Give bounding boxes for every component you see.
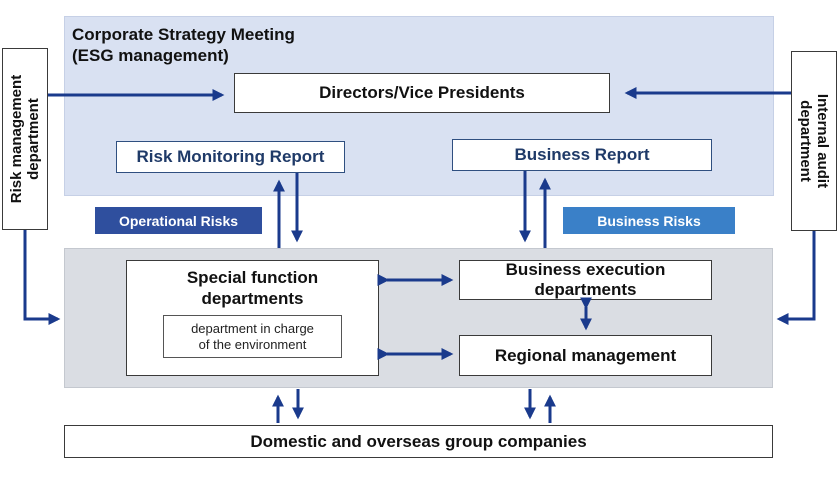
- risk-management-department-box: Risk management department: [2, 48, 48, 230]
- special-function-label-line-1: Special function: [186, 268, 319, 287]
- regional-management-box: Regional management: [459, 335, 712, 376]
- group-companies-box: Domestic and overseas group companies: [64, 425, 773, 458]
- business-execution-label-line-2: departments: [534, 280, 637, 299]
- internal-audit-department-box: Internal audit department: [791, 51, 837, 231]
- operational-risks-tag: Operational Risks: [95, 207, 262, 234]
- arrow-risk-to-panel: [23, 230, 61, 325]
- business-execution-label-line-1: Business execution: [505, 260, 666, 279]
- title-line-1: Corporate Strategy Meeting: [72, 25, 295, 44]
- arrow-audit-to-panel: [776, 231, 816, 325]
- panel-title: Corporate Strategy Meeting (ESG manageme…: [72, 24, 295, 66]
- special-function-label-line-2: departments: [201, 289, 304, 308]
- risk-monitoring-report-box: Risk Monitoring Report: [116, 141, 345, 173]
- business-report-box: Business Report: [452, 139, 712, 171]
- environment-label-line-1: department in charge: [191, 320, 314, 336]
- directors-box: Directors/Vice Presidents: [234, 73, 610, 113]
- environment-label-line-2: of the environment: [198, 336, 307, 352]
- title-line-2: (ESG management): [72, 46, 229, 65]
- business-execution-departments-box: Business execution departments: [459, 260, 712, 300]
- environment-department-box: department in charge of the environment: [163, 315, 342, 358]
- business-risks-tag: Business Risks: [563, 207, 735, 234]
